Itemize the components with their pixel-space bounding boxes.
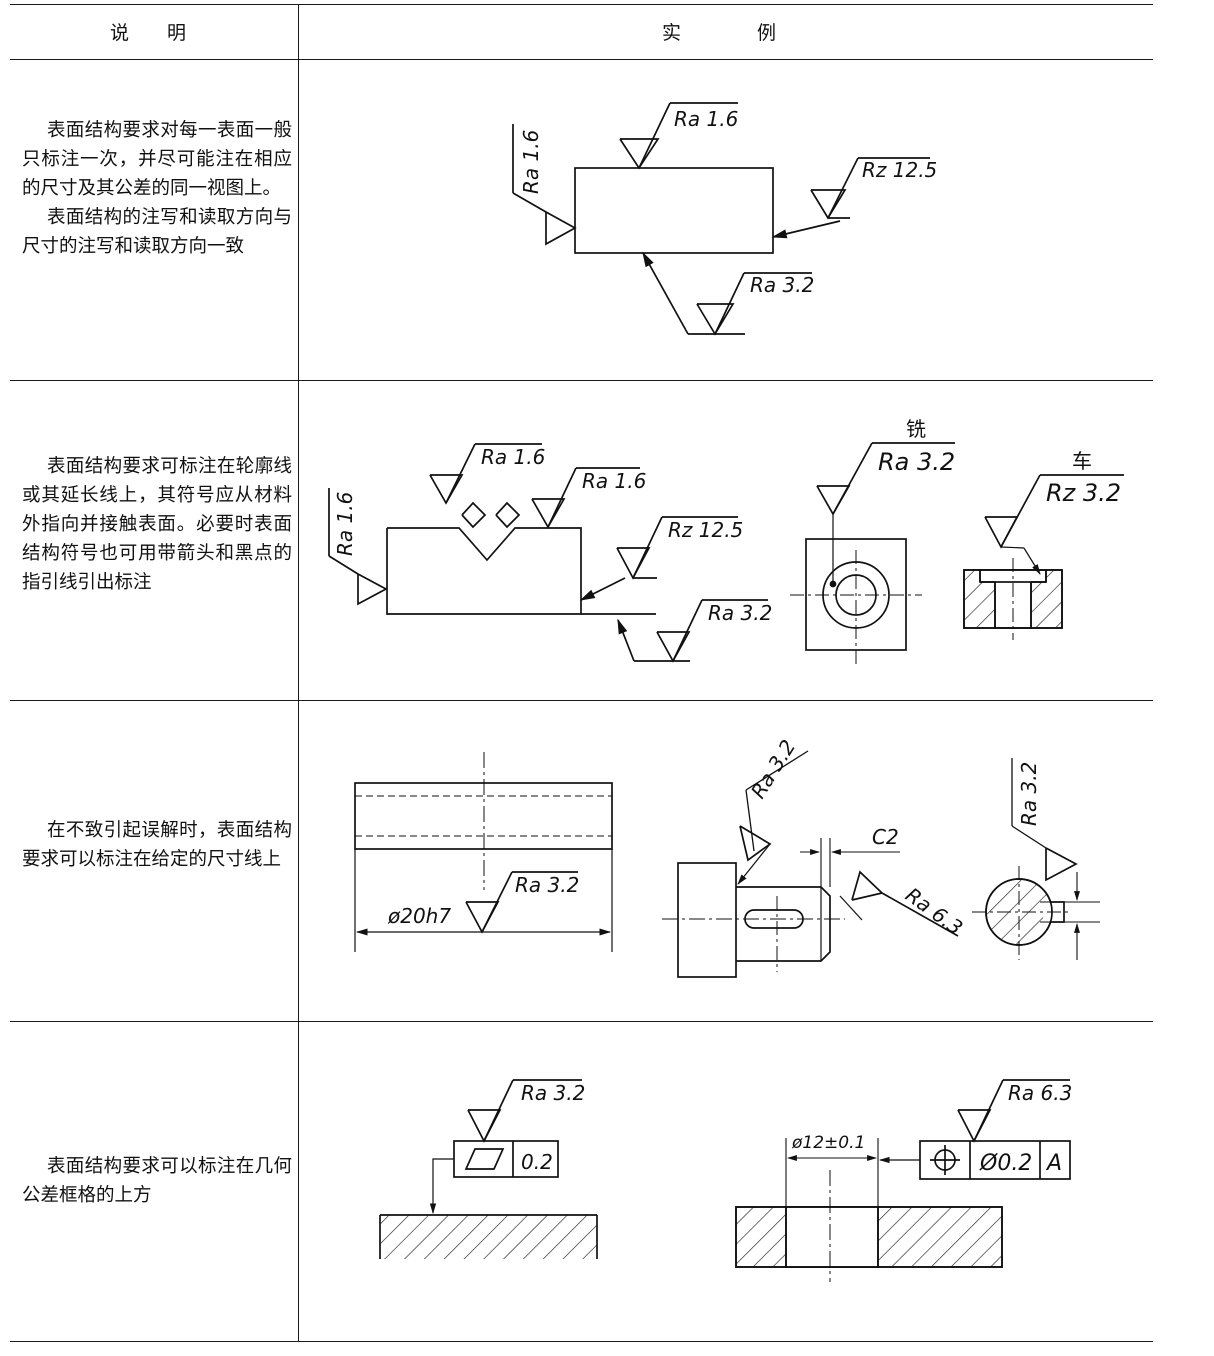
r2-label-mill-title: 铣 xyxy=(906,417,926,441)
r3-label-shaft1: Ra 3.2 xyxy=(746,735,800,802)
r3-label-circle: Ra 3.2 xyxy=(1017,762,1041,826)
bushing-part xyxy=(790,442,955,664)
row2-drawing xyxy=(328,442,1124,664)
roughness-symbol-left-2 xyxy=(328,488,388,606)
shaft-section xyxy=(972,758,1100,960)
r1-label-top: Ra 1.6 xyxy=(674,107,738,131)
r2-label-turn-title: 车 xyxy=(1072,449,1092,473)
row1-paragraph-2: 表面结构的注写和读取方向与尺寸的注写和读取方向一致 xyxy=(22,207,292,257)
r3-label-ra: Ra 3.2 xyxy=(515,873,579,897)
header-example: 实 例 xyxy=(662,22,777,44)
table-bottom-rule xyxy=(10,1341,1153,1342)
row3-paragraph-1: 在不致引起误解时，表面结构要求可以标注在给定的尺寸线上 xyxy=(22,820,292,870)
r4-label-datum: A xyxy=(1045,1151,1062,1176)
r4-label-ra2: Ra 6.3 xyxy=(1008,1081,1072,1105)
header-rule xyxy=(10,59,1153,60)
roughness-symbol-bottom xyxy=(642,251,812,336)
r2-label-top2: Ra 1.6 xyxy=(582,469,646,493)
r1-label-left: Ra 1.6 xyxy=(519,130,543,194)
row4-drawing xyxy=(379,1079,1071,1282)
bored-part xyxy=(735,1079,1071,1282)
row4-description: 表面结构要求可以标注在几何公差框格的上方 xyxy=(22,1152,292,1210)
r3-label-shaft2: Ra 6.3 xyxy=(901,883,967,940)
row4-paragraph-1: 表面结构要求可以标注在几何公差框格的上方 xyxy=(22,1156,292,1206)
row1-drawing xyxy=(512,102,930,336)
rect-part xyxy=(574,167,774,254)
roughness-symbol-right xyxy=(771,157,930,239)
row1-paragraph-1: 表面结构要求对每一表面一般只标注一次，并尽可能注在相应的尺寸及其公差的同一视图上… xyxy=(22,120,292,199)
roughness-symbol-right-2 xyxy=(579,516,738,601)
r1-label-right: Rz 12.5 xyxy=(862,158,937,182)
row3-drawing xyxy=(354,750,1100,978)
row2-description: 表面结构要求可标注在轮廓线或其延长线上，其符号应从材料外指向并接触表面。必要时表… xyxy=(22,452,292,597)
r1-label-bottom: Ra 3.2 xyxy=(750,273,814,297)
shaft-part xyxy=(662,750,959,978)
column-divider xyxy=(298,4,299,1341)
r2-label-top1: Ra 1.6 xyxy=(481,445,545,469)
row-rule-1 xyxy=(10,380,1153,381)
row-rule-2 xyxy=(10,700,1153,701)
v-block-part xyxy=(386,527,582,615)
roughness-symbol-top xyxy=(619,102,738,170)
row1-description: 表面结构要求对每一表面一般只标注一次，并尽可能注在相应的尺寸及其公差的同一视图上… xyxy=(22,116,292,261)
r2-label-mill: Ra 3.2 xyxy=(878,448,955,476)
flat-part xyxy=(379,1079,598,1259)
header-description: 说 明 xyxy=(110,22,187,44)
r2-label-right: Rz 12.5 xyxy=(668,518,743,542)
r4-label-tol2: Ø0.2 xyxy=(979,1151,1032,1176)
row-rule-3 xyxy=(10,1021,1153,1022)
r4-label-tol1: 0.2 xyxy=(521,1150,553,1174)
r2-label-bottom: Ra 3.2 xyxy=(708,601,772,625)
table-top-rule xyxy=(10,4,1153,5)
roughness-symbol-top1-2 xyxy=(429,443,542,529)
r2-label-left: Ra 1.6 xyxy=(333,492,357,556)
sleeve-section xyxy=(963,474,1124,640)
r4-label-ra1: Ra 3.2 xyxy=(521,1081,585,1105)
row3-description: 在不致引起误解时，表面结构要求可以标注在给定的尺寸线上 xyxy=(22,816,292,874)
roughness-symbol-left xyxy=(512,124,577,246)
r3-label-dim: ø20h7 xyxy=(387,904,451,928)
r2-label-turn: Rz 3.2 xyxy=(1046,479,1121,507)
row2-paragraph-1: 表面结构要求可标注在轮廓线或其延长线上，其符号应从材料外指向并接触表面。必要时表… xyxy=(22,456,292,593)
roughness-symbol-bottom-2 xyxy=(581,599,768,663)
plate-part xyxy=(354,752,613,952)
r4-label-dim: ø12±0.1 xyxy=(791,1133,865,1153)
roughness-symbol-top2-2 xyxy=(495,467,640,529)
r3-label-chamfer: C2 xyxy=(872,825,899,849)
